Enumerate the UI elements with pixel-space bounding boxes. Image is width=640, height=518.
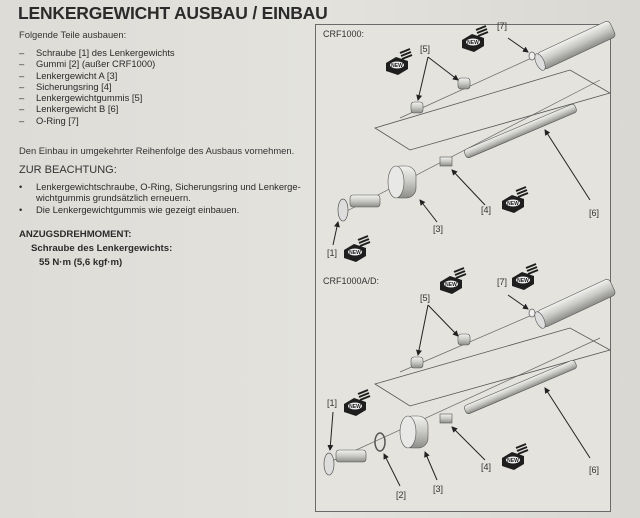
list-item: –Schraube [1] des Lenkergewichts [19,47,175,58]
new-badge-text: NEW [467,40,479,46]
weight-screw [323,449,367,476]
axis-line [344,79,601,213]
page-title: LENKERGEWICHT AUSBAU / EINBAU [18,3,328,23]
part-text: Sicherungsring [4] [36,80,112,92]
list-item: –Sicherungsring [4] [19,81,175,92]
figure-crf1000: CRF1000: [7] [5] [4] [6] [3] [1] [323,21,616,263]
part-text: Lenkergewicht A [3] [36,69,118,81]
o-ring [528,308,536,318]
part-text: Lenkergewichtgummis [5] [36,92,143,104]
note-heading: ZUR BEACHTUNG: [19,164,117,176]
reassembly-text: Den Einbau in umgekehrter Reihenfolge de… [19,145,295,156]
torque-label: Schraube des Lenkergewichts: [31,243,173,254]
new-badge-text: NEW [349,404,361,410]
part-text: Lenkergewicht B [6] [36,103,119,115]
weight-rubber [410,356,424,369]
note-list: • Lenkergewichtschraube, O-Ring, Sicherun… [19,181,309,215]
circlip [439,156,453,167]
dash: – [19,69,25,81]
new-part-icon: NEW [501,186,529,214]
new-badge-text: NEW [507,458,519,464]
callout-1: [1] [327,398,337,408]
weight-rubber [457,333,471,346]
new-badge-text: NEW [391,63,403,69]
o-ring [528,51,536,61]
new-badge-text: NEW [517,278,529,284]
circlip [439,413,453,424]
part-text: Schraube [1] des Lenkergewichts [36,47,175,58]
bullet: • [19,203,23,215]
list-item: –O-Ring [7] [19,115,175,126]
callout-6: [6] [589,465,599,475]
bracket-outline [374,69,612,151]
callout-3: [3] [433,484,443,494]
bullet: • [19,181,23,192]
weight-rubber [457,77,471,90]
dash: – [19,58,25,70]
part-text: Gummi [2] (außer CRF1000) [36,58,156,70]
weight-b [464,360,577,414]
new-badge-text: NEW [507,201,519,207]
part-text: O-Ring [7] [36,114,79,126]
figure-crf1000ad: CRF1000A/D: [7] [5] [4] [6] [3 [323,263,616,500]
handlebar-tube [534,279,616,329]
callout-6: [6] [589,208,599,218]
figure-model-label: CRF1000: [323,29,364,39]
bracket-outline [374,327,612,407]
dash: – [19,103,25,115]
list-item: –Lenkergewicht A [3] [19,70,175,81]
axis-line [329,337,601,463]
list-item: • Die Lenkergewichtgummis wie gezeigt ein… [19,204,309,215]
new-part-icon: NEW [385,48,413,76]
callout-5: [5] [420,293,430,303]
list-item: –Lenkergewichtgummis [5] [19,92,175,103]
new-part-icon: NEW [439,267,467,295]
weight-a [399,415,429,449]
figure-model-label: CRF1000A/D: [323,276,379,286]
callout-1: [1] [327,248,337,258]
list-item: –Gummi [2] (außer CRF1000) [19,58,175,69]
weight-a [387,165,417,199]
weight-screw [337,194,381,222]
dash: – [19,80,25,92]
weight-rubber [410,101,424,114]
new-badge-text: NEW [445,282,457,288]
torque-value: 55 N·m (5,6 kgf·m) [39,257,123,268]
new-part-icon: NEW [343,235,371,263]
intro-text: Folgende Teile ausbauen: [19,29,127,40]
list-item: • Lenkergewichtschraube, O-Ring, Sicherun… [19,181,309,204]
handlebar-tube [534,21,616,71]
new-part-icon: NEW [343,389,371,417]
callout-7: [7] [497,277,507,287]
callout-5: [5] [420,44,430,54]
callout-7: [7] [497,21,507,31]
new-part-icon: NEW [501,443,529,471]
callout-4: [4] [481,205,491,215]
dash: – [19,47,25,58]
note-text: Lenkergewichtschraube, O-Ring, Sicherung… [36,181,301,204]
note-text: Die Lenkergewichtgummis wie gezeigt einb… [36,203,240,215]
callout-3: [3] [433,224,443,234]
torque-heading: ANZUGSDREHMOMENT: [19,229,132,240]
new-part-icon: NEW [511,263,539,291]
callout-2: [2] [396,490,406,500]
dash: – [19,114,25,126]
parts-list: –Schraube [1] des Lenkergewichts –Gummi … [19,47,175,126]
list-item: –Lenkergewicht B [6] [19,103,175,114]
callout-4: [4] [481,462,491,472]
dash: – [19,92,25,104]
new-part-icon: NEW [461,25,489,53]
rubber-ring [374,432,386,452]
weight-b [464,104,577,158]
new-badge-text: NEW [349,250,361,256]
